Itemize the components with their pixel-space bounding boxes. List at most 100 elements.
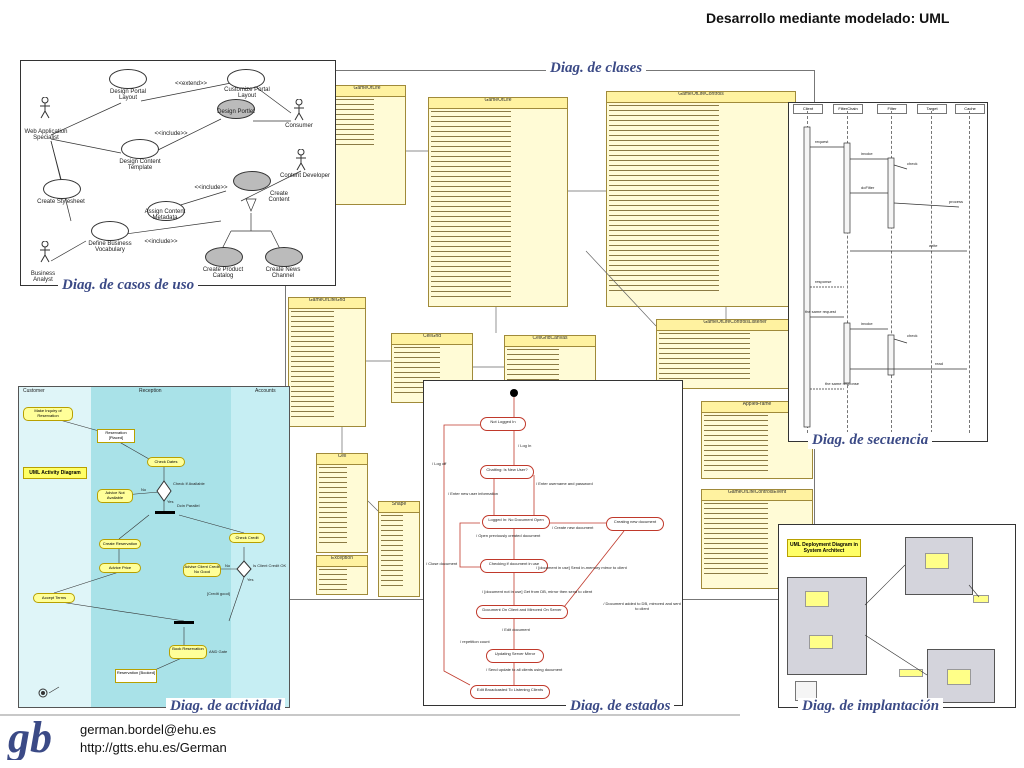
sequence-message: read: [935, 361, 944, 366]
state-node: Checking if document in use: [480, 559, 548, 573]
use-case-ellipse: [265, 247, 303, 267]
relation-label: <<extend>>: [174, 81, 208, 87]
deployment-component: [809, 635, 833, 649]
transition-label: / [document in use] Send in-memory mirro…: [536, 565, 627, 570]
svg-text:gb: gb: [7, 714, 52, 760]
deployment-title: UML Deployment Diagram in System Archite…: [787, 539, 861, 557]
state-node: Updating Server Mirror: [486, 649, 544, 663]
use-case-ellipse: [121, 139, 159, 159]
transition-label: / repetition count: [460, 639, 490, 644]
class-box: Exception: [316, 555, 368, 595]
guard-label: AND Gate: [209, 649, 228, 654]
actor-icon: [40, 241, 50, 263]
class-name: GameOfLifeControlsEvent: [702, 490, 812, 501]
label-use-case-diagram: Diag. de casos de uso: [58, 277, 199, 294]
sequence-message: write: [929, 243, 938, 248]
activity-node: Accept Terms: [33, 593, 75, 603]
sequence-message: check: [907, 333, 918, 338]
transition-label: / Edit document: [502, 627, 530, 632]
activity-node: Check Dates: [147, 457, 185, 467]
sequence-message: the same response: [825, 381, 860, 386]
class-box: GameOfLifeControlsListener: [656, 319, 814, 389]
guard-label: Yes: [167, 499, 174, 504]
sequence-object: Cache: [955, 104, 985, 114]
class-name: Shape: [379, 502, 419, 513]
use-case-label: Design Content Template: [119, 159, 161, 171]
sequence-panel: Client FilterChain Filter Target Cache: [788, 102, 988, 442]
use-case-label: Assign Content Metadata: [144, 209, 186, 221]
sequence-message: process: [949, 199, 964, 204]
lane-header: Reception: [139, 388, 162, 394]
transition-label: / [document not in use] Get from DB, mir…: [482, 589, 593, 594]
state-node: Creating new document: [606, 517, 664, 531]
guard-label: No: [225, 563, 231, 568]
label-deployment-diagram: Diag. de implantación: [798, 698, 944, 715]
activity-node: Advice Not Available: [97, 489, 133, 503]
sequence-message: invoke: [861, 151, 873, 156]
state-node: Document On Client and Mirrored On Serve…: [476, 605, 568, 619]
use-case-ellipse: [91, 221, 129, 241]
class-diagram-panel: GameOfLife GameOfLife GameOfLifeControls…: [285, 70, 815, 600]
state-node: Not Logged In: [480, 417, 526, 431]
class-box: GameOfLife: [328, 85, 406, 205]
use-case-label: Create News Channel: [265, 267, 301, 279]
use-case-label: Create Stylesheet: [37, 199, 85, 205]
author-email[interactable]: german.bordel@ehu.es: [80, 722, 217, 737]
transition-label: / Create new document: [552, 525, 594, 530]
state-node: Logged In: No Document Open: [482, 515, 550, 529]
use-case-ellipse: [227, 69, 265, 89]
relation-label: <<include>>: [154, 131, 188, 137]
label-activity-diagram: Diag. de actividad: [166, 698, 286, 715]
class-name: CellGrid: [392, 334, 472, 345]
activity-node: Advice Price: [99, 563, 141, 573]
deployment-component: [899, 669, 923, 677]
sequence-message: check: [907, 161, 918, 166]
transition-label: / Send update to all clients using docum…: [486, 667, 563, 672]
class-name: GameOfLifeControls: [607, 92, 795, 103]
class-name: CellGridCanvas: [505, 336, 595, 347]
actor-label: Consumer: [285, 123, 313, 129]
class-name: Cell: [317, 454, 367, 465]
sequence-object: Filter: [877, 104, 907, 114]
use-case-panel: Design Portal Layout Customize Portal La…: [20, 60, 336, 286]
deployment-component: [925, 553, 949, 569]
lane-header: Accounts: [255, 388, 276, 394]
deployment-component: [805, 591, 829, 607]
sequence-message: the same request: [805, 309, 836, 314]
guard-label: Check If Available: [173, 481, 205, 486]
use-case-lines: [50, 82, 302, 262]
guard-label: No: [141, 487, 147, 492]
state-node: Chatting: Is New User?: [480, 465, 534, 479]
relation-label: <<include>>: [144, 239, 178, 245]
relation-label: <<include>>: [194, 185, 228, 191]
class-box: GameOfLife: [428, 97, 568, 307]
activity-node: Advise Client Credit No Good: [183, 563, 221, 577]
transition-label: / Document added to DB, mirrored and sen…: [603, 601, 681, 611]
activity-node: Reservation [Booked]: [115, 669, 157, 683]
activity-panel: Customer Reception Accounts UML Activity…: [18, 386, 290, 708]
use-case-label: Create Content: [268, 191, 290, 203]
guard-label: Yes: [247, 577, 254, 582]
label-class-diagram: Diag. de clases: [546, 60, 647, 77]
activity-lane: [19, 387, 92, 707]
sequence-message: doFilter: [861, 185, 875, 190]
class-name: GameOfLife: [329, 86, 405, 97]
label-sequence-diagram: Diag. de secuencia: [808, 432, 933, 449]
use-case-label: Design Portal Layout: [109, 89, 147, 101]
use-case-label: Design Portlet: [217, 109, 255, 115]
footer-divider: [0, 714, 740, 716]
use-case-label: Customize Portal Layout: [224, 87, 270, 99]
sequence-messages: [803, 126, 967, 428]
activity-title: UML Activity Diagram: [23, 467, 87, 479]
actor-icon: [294, 99, 304, 121]
author-url[interactable]: http://gtts.ehu.es/German: [80, 740, 227, 755]
use-case-ellipse: [109, 69, 147, 89]
activity-flows: [38, 416, 252, 698]
use-case-label: Create Product Catalog: [202, 267, 244, 279]
actor-icon: [40, 97, 50, 119]
activity-node: Make Inquiry of Reservation: [23, 407, 73, 421]
label-state-diagram: Diag. de estados: [566, 698, 675, 715]
transition-label: / Log In: [518, 443, 532, 448]
activity-node: Book Reservation: [169, 645, 207, 659]
activity-lane: [231, 387, 289, 707]
